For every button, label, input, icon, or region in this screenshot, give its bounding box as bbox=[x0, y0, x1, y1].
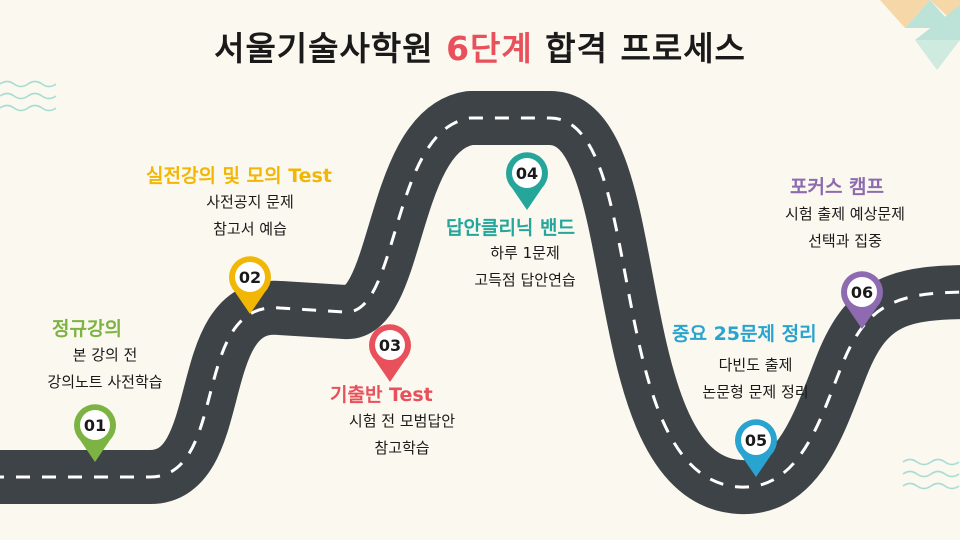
step-1-number: 01 bbox=[84, 416, 106, 435]
step-5-title: 중요 25문제 정리 bbox=[672, 323, 817, 345]
title-text: 서울기술사학원 bbox=[214, 29, 447, 68]
pin-center bbox=[235, 262, 265, 292]
step-3-line-1: 시험 전 모범답안 bbox=[348, 412, 456, 430]
step-2-line-1: 사전공지 문제 bbox=[206, 193, 294, 211]
step-1-pin: 01 bbox=[74, 404, 116, 462]
step-4-title: 답안클리닉 밴드 bbox=[446, 217, 575, 239]
wave-decoration-left bbox=[0, 80, 57, 112]
page-title: 서울기술사학원 6단계 합격 프로세스 bbox=[0, 22, 960, 70]
wave-decoration-right bbox=[902, 458, 960, 490]
pin-center bbox=[80, 410, 110, 440]
step-pins: 01 02 03 04 05 06 bbox=[74, 152, 884, 477]
winding-road bbox=[0, 91, 960, 514]
pin-center bbox=[512, 158, 542, 188]
step-6-desc: 시험 출제 예상문제 선택과 집중 bbox=[750, 201, 940, 255]
title-accent: 6단계 bbox=[446, 29, 533, 68]
step-6-line-1: 시험 출제 예상문제 bbox=[785, 205, 905, 223]
step-4-number: 04 bbox=[516, 164, 538, 183]
step-3-number: 03 bbox=[379, 336, 401, 355]
step-4-pin: 04 bbox=[505, 152, 548, 210]
step-1-title: 정규강의 bbox=[52, 318, 122, 340]
step-6-line-2: 선택과 집중 bbox=[808, 232, 882, 250]
step-2-number: 02 bbox=[239, 268, 261, 287]
pin-center bbox=[847, 277, 877, 307]
step-4-desc: 하루 1문제 고득점 답안연습 bbox=[440, 240, 610, 294]
step-5-line-2: 논문형 문제 정리 bbox=[702, 383, 809, 401]
pin-center bbox=[741, 425, 771, 455]
step-2-title: 실전강의 및 모의 Test bbox=[146, 165, 332, 187]
step-6-number: 06 bbox=[851, 283, 873, 302]
step-6-title: 포커스 캠프 bbox=[790, 176, 885, 198]
step-1-line-2: 강의노트 사전학습 bbox=[47, 373, 163, 391]
step-3-title: 기출반 Test bbox=[330, 384, 433, 406]
step-2-desc: 사전공지 문제 참고서 예습 bbox=[160, 189, 340, 243]
pin-center bbox=[375, 330, 405, 360]
step-1-desc: 본 강의 전 강의노트 사전학습 bbox=[20, 342, 190, 396]
step-6-pin: 06 bbox=[841, 271, 884, 329]
step-5-desc: 다빈도 출제 논문형 문제 정리 bbox=[668, 352, 843, 406]
title-text-end: 합격 프로세스 bbox=[532, 29, 746, 68]
step-4-line-1: 하루 1문제 bbox=[490, 244, 560, 262]
step-1-line-1: 본 강의 전 bbox=[72, 346, 138, 364]
step-4-line-2: 고득점 답안연습 bbox=[474, 271, 576, 289]
step-5-line-1: 다빈도 출제 bbox=[718, 356, 793, 374]
step-2-line-2: 참고서 예습 bbox=[213, 220, 287, 238]
step-3-line-2: 참고학습 bbox=[374, 439, 430, 457]
step-3-desc: 시험 전 모범답안 참고학습 bbox=[312, 408, 492, 462]
step-2-pin: 02 bbox=[229, 256, 272, 314]
corner-decoration bbox=[880, 0, 960, 70]
step-3-pin: 03 bbox=[369, 324, 412, 382]
step-5-number: 05 bbox=[745, 431, 767, 450]
step-5-pin: 05 bbox=[735, 419, 777, 477]
